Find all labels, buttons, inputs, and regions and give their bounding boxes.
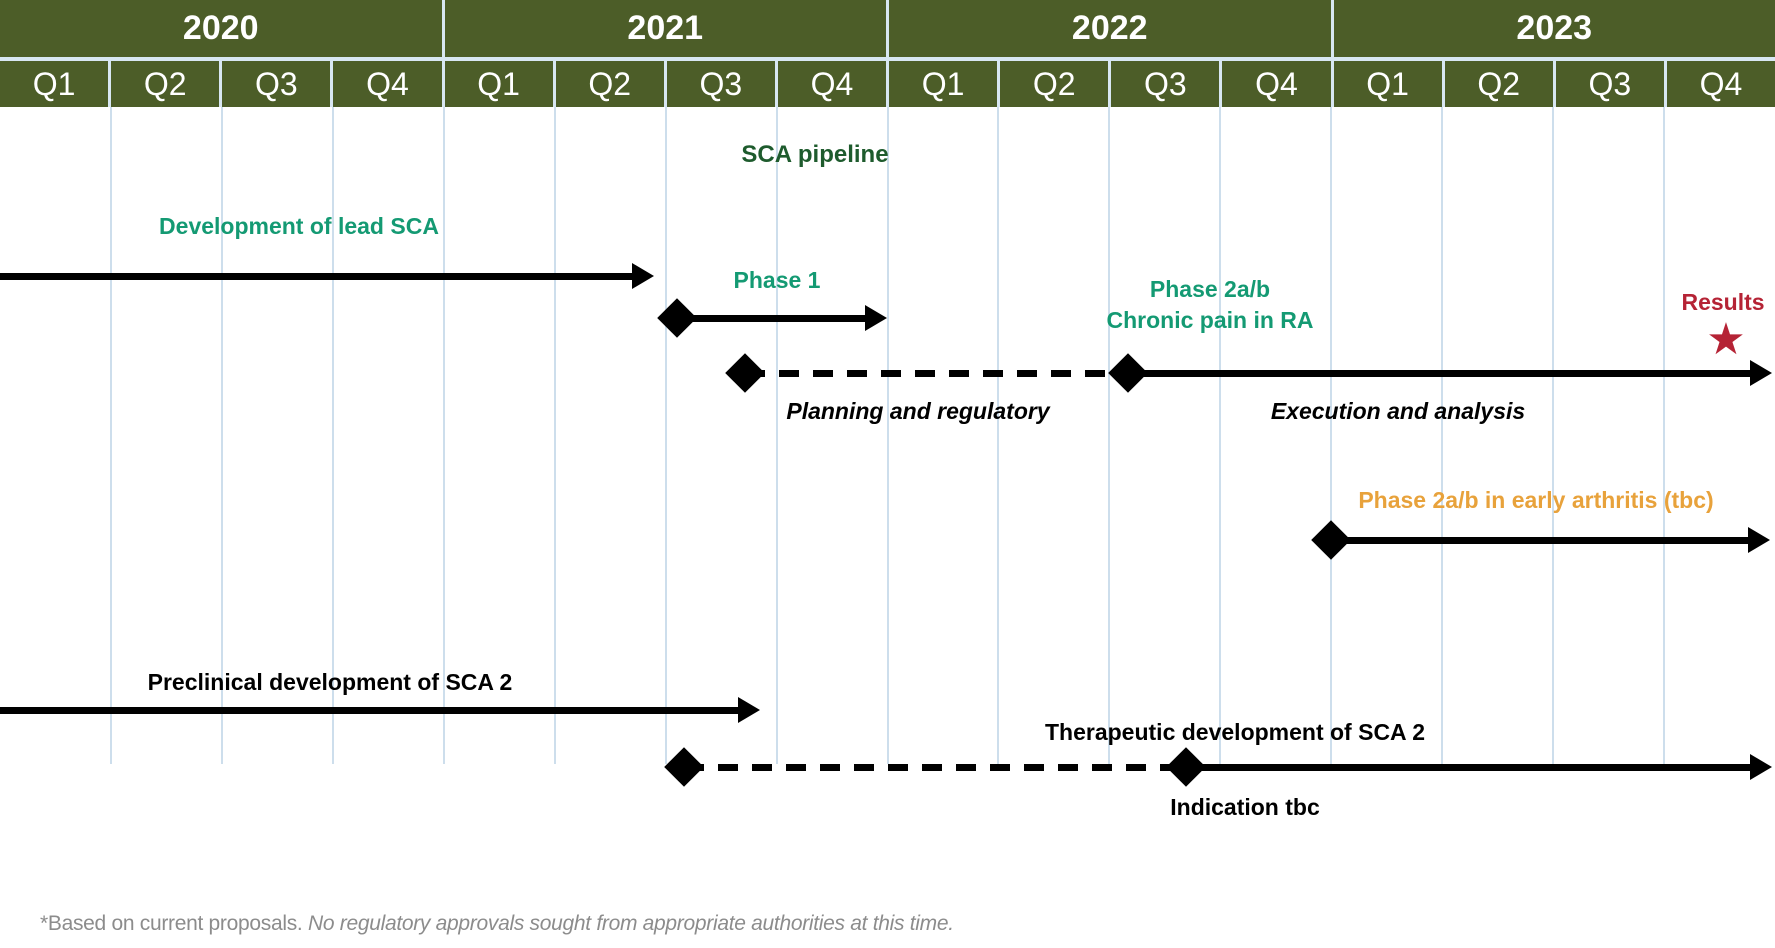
gridline-10	[1108, 107, 1111, 764]
execution-analysis-label: Execution and analysis	[1270, 398, 1526, 424]
year-header-2020: 2020	[0, 0, 442, 57]
year-header-2023: 2023	[1333, 0, 1775, 57]
development-lead-sca-label: Development of lead SCA	[159, 213, 439, 239]
gridline-7	[775, 107, 778, 764]
quarter-header-2021-Q4: Q4	[777, 61, 886, 107]
early-arthritis-bar	[1331, 537, 1748, 544]
gridline-13	[1441, 107, 1444, 764]
execution-arrowhead-icon	[1750, 360, 1772, 386]
quarter-header-2020-Q3: Q3	[222, 61, 331, 107]
planning-regulatory-label: Planning and regulatory	[786, 398, 1050, 424]
quarter-header-2023-Q4: Q4	[1666, 61, 1775, 107]
quarter-header-2023-Q3: Q3	[1555, 61, 1664, 107]
development-lead-sca-bar	[0, 273, 632, 280]
header-separator-band	[0, 57, 1775, 61]
quarter-header-2020-Q2: Q2	[111, 61, 220, 107]
quarter-header-2021-Q3: Q3	[666, 61, 775, 107]
early-arthritis-arrowhead-icon	[1748, 527, 1770, 553]
gridline-9	[997, 107, 1000, 764]
gridline-2	[220, 107, 223, 764]
preclinical-sca2-bar	[0, 707, 740, 714]
year-header-2021: 2021	[444, 0, 886, 57]
therapeutic-arrowhead-icon	[1750, 754, 1772, 780]
gridline-4	[442, 107, 445, 764]
quarter-header-2022-Q2: Q2	[1000, 61, 1109, 107]
phase1-arrowhead-icon	[865, 305, 887, 331]
gridline-12	[1330, 107, 1333, 764]
quarter-header-2022-Q4: Q4	[1222, 61, 1331, 107]
quarter-header-2022-Q1: Q1	[889, 61, 998, 107]
quarter-header-2022-Q3: Q3	[1111, 61, 1220, 107]
phase1-label: Phase 1	[733, 267, 821, 293]
gridline-6	[664, 107, 667, 764]
footnote: *Based on current proposals. No regulato…	[40, 912, 954, 936]
gridline-11	[1219, 107, 1222, 764]
therapeutic-dashed-bar	[684, 764, 1186, 771]
footnote-prefix: *Based on current proposals.	[40, 912, 308, 935]
indication-tbc-label: Indication tbc	[1170, 794, 1320, 820]
quarter-header-2021-Q1: Q1	[444, 61, 553, 107]
early-arthritis-label: Phase 2a/b in early arthritis (tbc)	[1358, 487, 1714, 513]
year-header-2022: 2022	[889, 0, 1331, 57]
gridline-8	[886, 107, 889, 764]
results-star-icon: ★	[1706, 314, 1746, 365]
footnote-italic: No regulatory approvals sought from appr…	[307, 912, 954, 935]
quarter-header-2023-Q2: Q2	[1444, 61, 1553, 107]
gridline-1	[109, 107, 112, 764]
gridline-5	[553, 107, 556, 764]
quarter-header-2020-Q4: Q4	[333, 61, 442, 107]
results-label: Results	[1681, 289, 1765, 315]
development-arrowhead-icon	[632, 263, 654, 289]
preclinical-arrowhead-icon	[738, 697, 760, 723]
planning-dashed-bar	[745, 370, 1128, 377]
quarter-header-2021-Q2: Q2	[555, 61, 664, 107]
phase2ab-label-line2: Chronic pain in RA	[1106, 307, 1314, 333]
execution-bar	[1128, 370, 1750, 377]
quarter-header-2023-Q1: Q1	[1333, 61, 1442, 107]
phase1-bar	[677, 315, 865, 322]
gridline-3	[331, 107, 334, 764]
preclinical-sca2-label: Preclinical development of SCA 2	[147, 669, 513, 695]
quarter-header-2020-Q1: Q1	[0, 61, 109, 107]
gridline-14	[1552, 107, 1555, 764]
phase2ab-label-line1: Phase 2a/b	[1149, 276, 1271, 302]
gridline-15	[1663, 107, 1666, 764]
therapeutic-sca2-label: Therapeutic development of SCA 2	[1045, 719, 1425, 745]
therapeutic-solid-bar	[1186, 764, 1750, 771]
phase2ab-label: Phase 2a/b Chronic pain in RA	[1010, 274, 1410, 336]
chart-title: SCA pipeline	[741, 141, 889, 168]
